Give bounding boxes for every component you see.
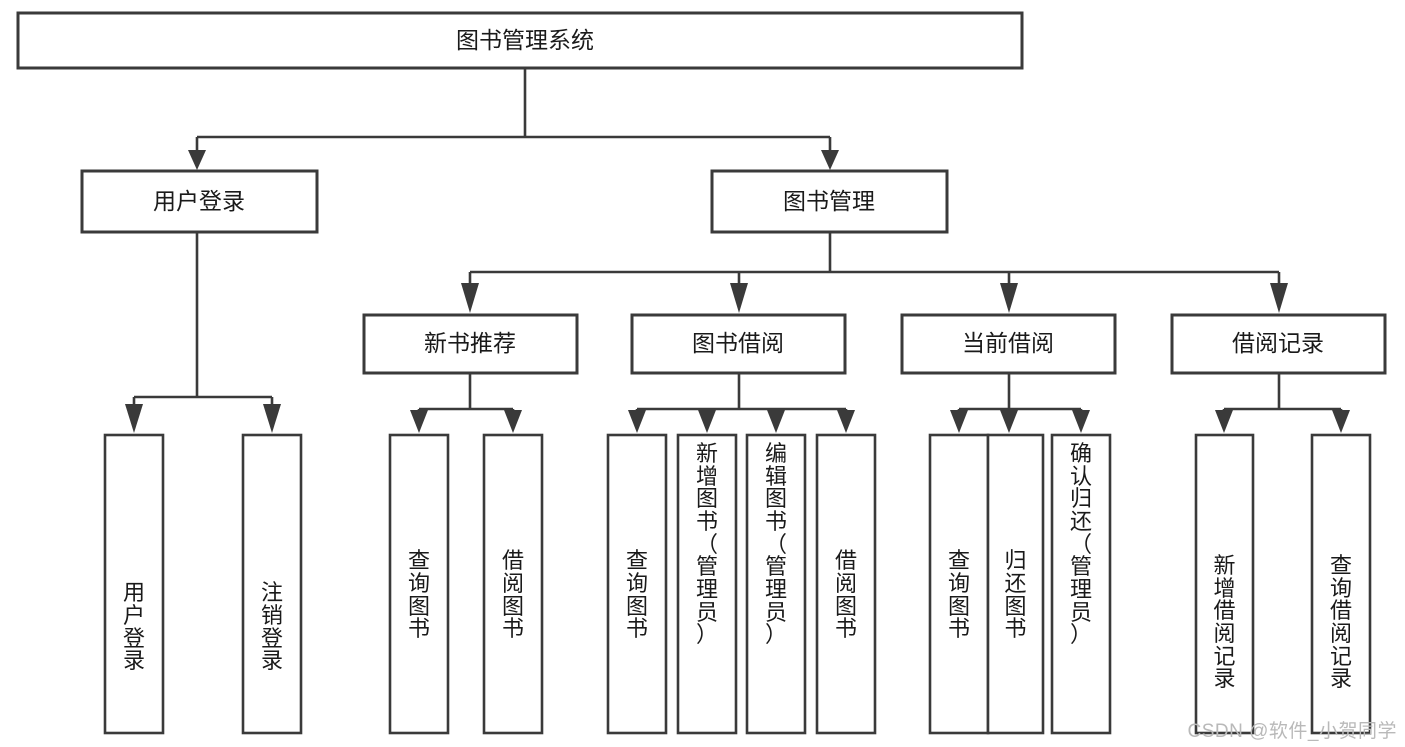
leaf-user-login-box[interactable]	[103, 433, 165, 735]
connector-group-book-borrow	[628, 374, 855, 433]
arrow-head-leaf-edit-book	[767, 410, 785, 433]
leaf-query-book-3-box[interactable]	[928, 433, 990, 735]
leaf-logout-box[interactable]	[241, 433, 303, 735]
arrow-head-user-login	[188, 150, 206, 170]
node-new-book-recommend-box[interactable]	[362, 313, 579, 375]
arrow-head-leaf-add-record	[1215, 410, 1233, 433]
arrow-head-borrow-record	[1270, 283, 1288, 313]
node-book-manage-label: 图书管理	[783, 188, 875, 214]
connector-group-borrow-record	[1215, 374, 1350, 433]
leaf-edit-book-box[interactable]	[745, 433, 807, 735]
node-user-login-label: 用户登录	[153, 188, 245, 214]
node-root[interactable]: 图书管理系统	[16, 11, 1024, 70]
arrow-head-leaf-logout	[263, 404, 281, 433]
connector-group-new-book-recommend	[410, 374, 522, 433]
arrow-head-leaf-query-record	[1332, 410, 1350, 433]
leaf-borrow-book-2-box[interactable]	[815, 433, 877, 735]
arrow-head-leaf-confirm-return	[1072, 410, 1090, 433]
leaf-add-book-box[interactable]	[676, 433, 738, 735]
node-book-manage[interactable]: 图书管理	[710, 169, 949, 234]
node-current-borrow[interactable]: 当前借阅	[900, 313, 1117, 375]
arrow-head-new-book-recommend	[461, 283, 479, 313]
leaf-confirm-return-box[interactable]	[1050, 433, 1112, 735]
node-borrow-record-box[interactable]	[1170, 313, 1387, 375]
leaf-add-record-box[interactable]	[1194, 433, 1255, 735]
node-user-login[interactable]: 用户登录	[80, 169, 319, 234]
node-user-login-box[interactable]	[80, 169, 319, 234]
node-borrow-record[interactable]: 借阅记录	[1170, 313, 1387, 375]
csdn-watermark: CSDN @软件_小贺同学	[1187, 721, 1397, 742]
arrow-head-leaf-borrow-book-1	[504, 410, 522, 433]
arrow-head-leaf-query-book-1	[410, 410, 428, 433]
arrow-head-current-borrow	[1000, 283, 1018, 313]
leaf-return-book-box[interactable]	[986, 433, 1045, 735]
leaf-query-record-box[interactable]	[1310, 433, 1372, 735]
node-book-borrow-label: 图书借阅	[692, 330, 784, 356]
node-book-borrow[interactable]: 图书借阅	[630, 313, 847, 375]
arrow-head-leaf-add-book	[698, 410, 716, 433]
leaf-borrow-book-1-box[interactable]	[482, 433, 544, 735]
node-new-book-recommend[interactable]: 新书推荐	[362, 313, 579, 375]
node-book-manage-box[interactable]	[710, 169, 949, 234]
connector-group-user-login	[125, 232, 281, 433]
arrow-head-leaf-borrow-book-2	[837, 410, 855, 433]
node-book-borrow-box[interactable]	[630, 313, 847, 375]
leaf-boxes	[103, 433, 1372, 735]
arrow-head-book-manage	[821, 150, 839, 170]
arrow-head-leaf-query-book-2	[628, 410, 646, 433]
arrow-head-leaf-query-book-3	[950, 410, 968, 433]
node-root-label: 图书管理系统	[456, 27, 594, 53]
node-current-borrow-box[interactable]	[900, 313, 1117, 375]
node-current-borrow-label: 当前借阅	[962, 330, 1054, 356]
arrow-head-leaf-user-login	[125, 404, 143, 433]
node-borrow-record-label: 借阅记录	[1232, 330, 1324, 356]
connector-group-current-borrow	[950, 374, 1090, 433]
node-root-box[interactable]	[16, 11, 1024, 70]
node-new-book-recommend-label: 新书推荐	[424, 330, 516, 356]
arrow-head-leaf-return-book	[1000, 410, 1018, 433]
leaf-query-book-2-box[interactable]	[606, 433, 668, 735]
arrow-head-book-borrow	[730, 283, 748, 313]
connector-group-root	[188, 68, 839, 170]
connector-group-book-manage	[461, 232, 1288, 313]
leaf-query-book-1-box[interactable]	[388, 433, 450, 735]
